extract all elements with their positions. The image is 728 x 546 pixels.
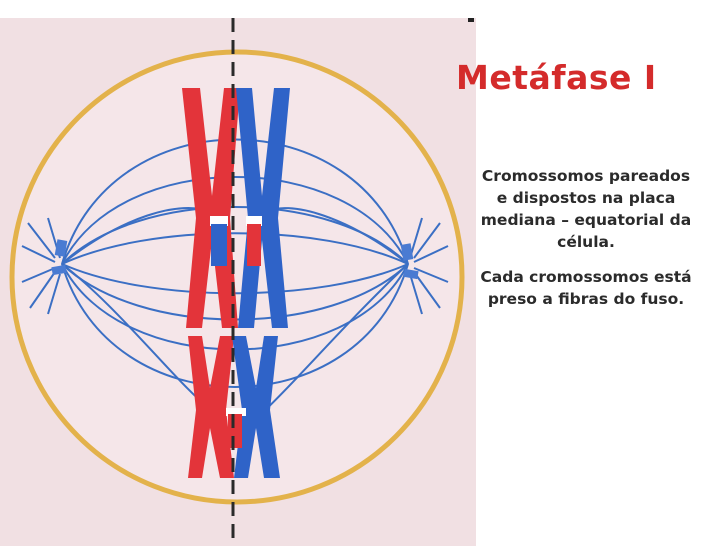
centriole-left	[51, 239, 68, 276]
description-paragraph-1: Cromossomos pareados e dispostos na plac…	[480, 167, 692, 251]
chromosome-pair-top	[182, 88, 290, 328]
red-chromosome	[182, 88, 240, 328]
slide-title: Metáfase I	[456, 58, 657, 97]
blue-chromosome	[236, 88, 290, 328]
decorative-mark	[468, 18, 474, 22]
chromosome-pair-bottom	[188, 336, 280, 478]
description-paragraph-2: Cada cromossomos está preso a fibras do …	[480, 268, 692, 308]
blue-chromosome	[232, 336, 280, 478]
cell-membrane	[9, 49, 465, 505]
red-chromosome	[188, 336, 234, 478]
metaphase-illustration	[0, 18, 476, 546]
centriole-right	[400, 243, 419, 280]
